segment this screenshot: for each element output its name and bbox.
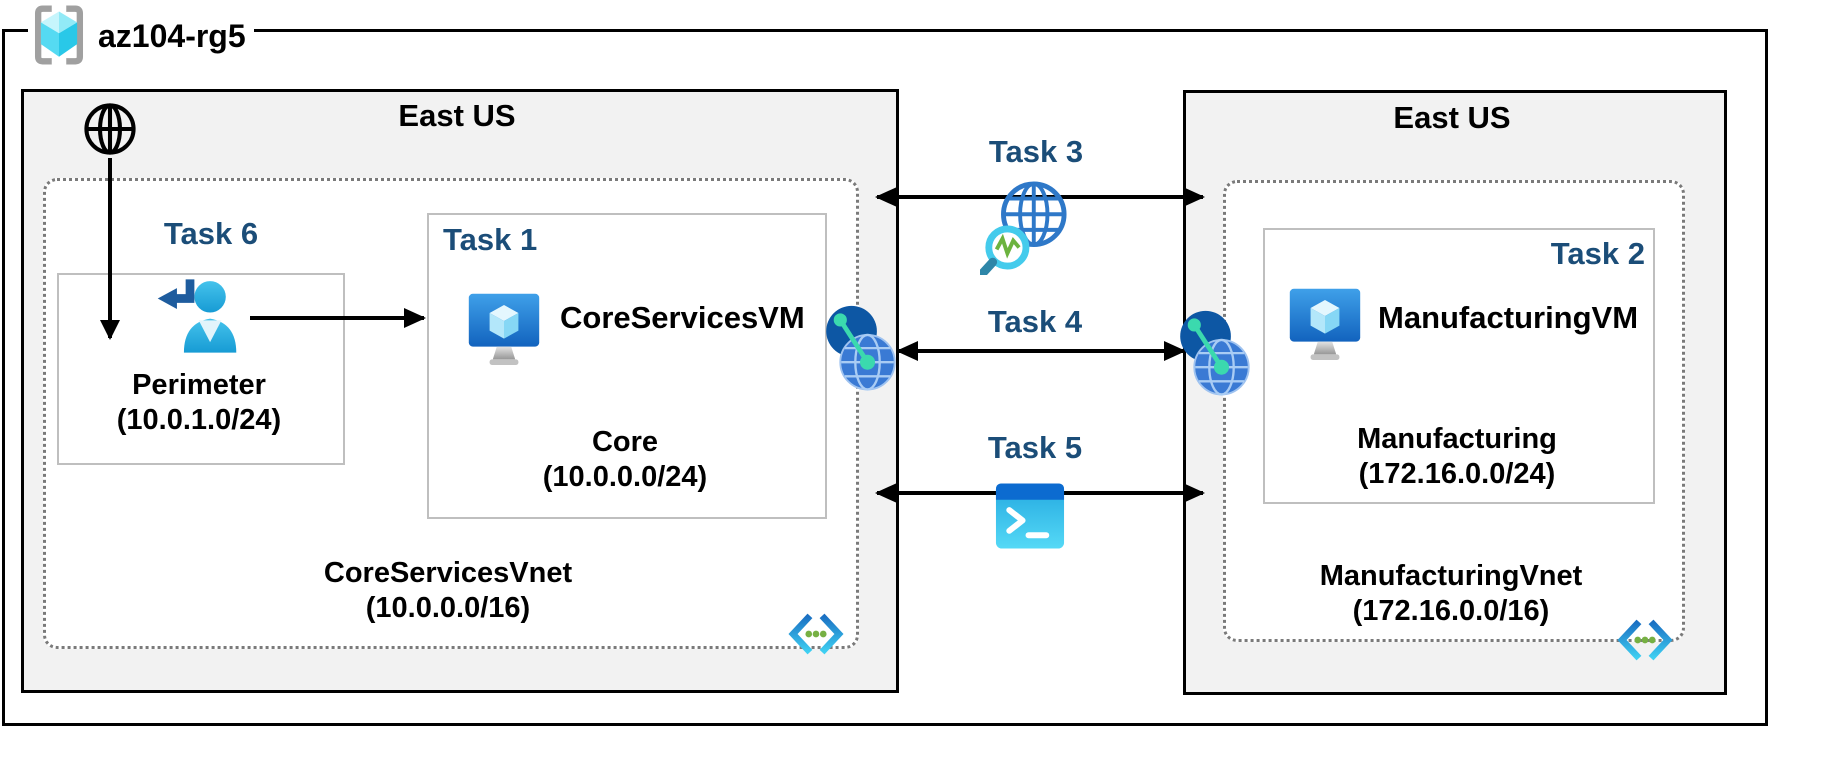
arrow-head-right	[1183, 483, 1205, 503]
coreservices-vnet-label: CoreServicesVnet (10.0.0.0/16)	[43, 556, 853, 626]
manufacturing-subnet-label: Manufacturing (172.16.0.0/24)	[1263, 422, 1651, 492]
resource-group-label: az104-rg5	[96, 18, 252, 55]
cloud-shell-terminal-icon	[995, 483, 1065, 549]
manufacturing-vm-name: ManufacturingVM	[1378, 300, 1639, 335]
core-subnet-cidr: (10.0.0.0/24)	[542, 460, 708, 493]
manufacturing-vnet-label: ManufacturingVnet (172.16.0.0/16)	[1223, 559, 1679, 629]
coreservices-vnet-name: CoreServicesVnet	[323, 557, 573, 589]
task5-label: Task 5	[987, 430, 1083, 465]
manufacturing-vnet-cidr: (172.16.0.0/16)	[1352, 594, 1550, 627]
task4-arrow	[896, 341, 1186, 361]
user-signin-icon	[157, 279, 237, 353]
region-title-left: East US	[398, 98, 516, 133]
core-vm-name: CoreServicesVM	[560, 300, 805, 335]
vnet-peering-icon-right	[1180, 310, 1250, 396]
manufacturing-subnet-name: Manufacturing	[1357, 423, 1557, 455]
arrow-head-right	[1183, 187, 1205, 207]
resource-group-icon	[34, 5, 84, 65]
coreservices-vnet-cidr: (10.0.0.0/16)	[365, 591, 531, 624]
perimeter-to-core-arrow	[250, 308, 426, 328]
arrow-head-left	[875, 483, 897, 503]
task3-label: Task 3	[988, 134, 1084, 169]
core-subnet-box	[427, 213, 827, 519]
network-watcher-magnifier-icon	[980, 181, 1067, 275]
perimeter-subnet-label: Perimeter (10.0.1.0/24)	[57, 368, 341, 438]
region-title-right: East US	[1393, 100, 1511, 135]
resource-group-container	[2, 29, 1768, 726]
vnet-peering-icon-left	[826, 305, 896, 391]
internet-globe-icon	[84, 103, 136, 155]
virtual-network-code-icon-right	[1617, 619, 1673, 661]
task6-label: Task 6	[163, 216, 259, 251]
arrow-head-right	[1164, 341, 1186, 361]
arrow-head-left	[875, 187, 897, 207]
perimeter-subnet-box	[57, 273, 345, 465]
virtual-machine-icon	[468, 293, 540, 365]
virtual-machine-icon-right	[1289, 288, 1361, 360]
virtual-network-code-icon-left	[788, 613, 844, 655]
manufacturing-vnet-name: ManufacturingVnet	[1319, 560, 1583, 592]
arrow-head-down	[100, 320, 120, 340]
manufacturing-subnet-cidr: (172.16.0.0/24)	[1358, 457, 1556, 490]
arrow-head-right	[404, 308, 426, 328]
internet-down-arrow	[100, 158, 120, 340]
task2-label: Task 2	[1550, 236, 1645, 271]
core-subnet-label: Core (10.0.0.0/24)	[427, 425, 823, 495]
task1-label: Task 1	[443, 222, 538, 257]
arrow-head-left	[896, 341, 918, 361]
perimeter-subnet-name: Perimeter	[132, 369, 266, 401]
task4-label: Task 4	[987, 304, 1083, 339]
core-subnet-name: Core	[591, 426, 659, 458]
manufacturing-subnet-box	[1263, 228, 1655, 504]
perimeter-subnet-cidr: (10.0.1.0/24)	[116, 403, 282, 436]
